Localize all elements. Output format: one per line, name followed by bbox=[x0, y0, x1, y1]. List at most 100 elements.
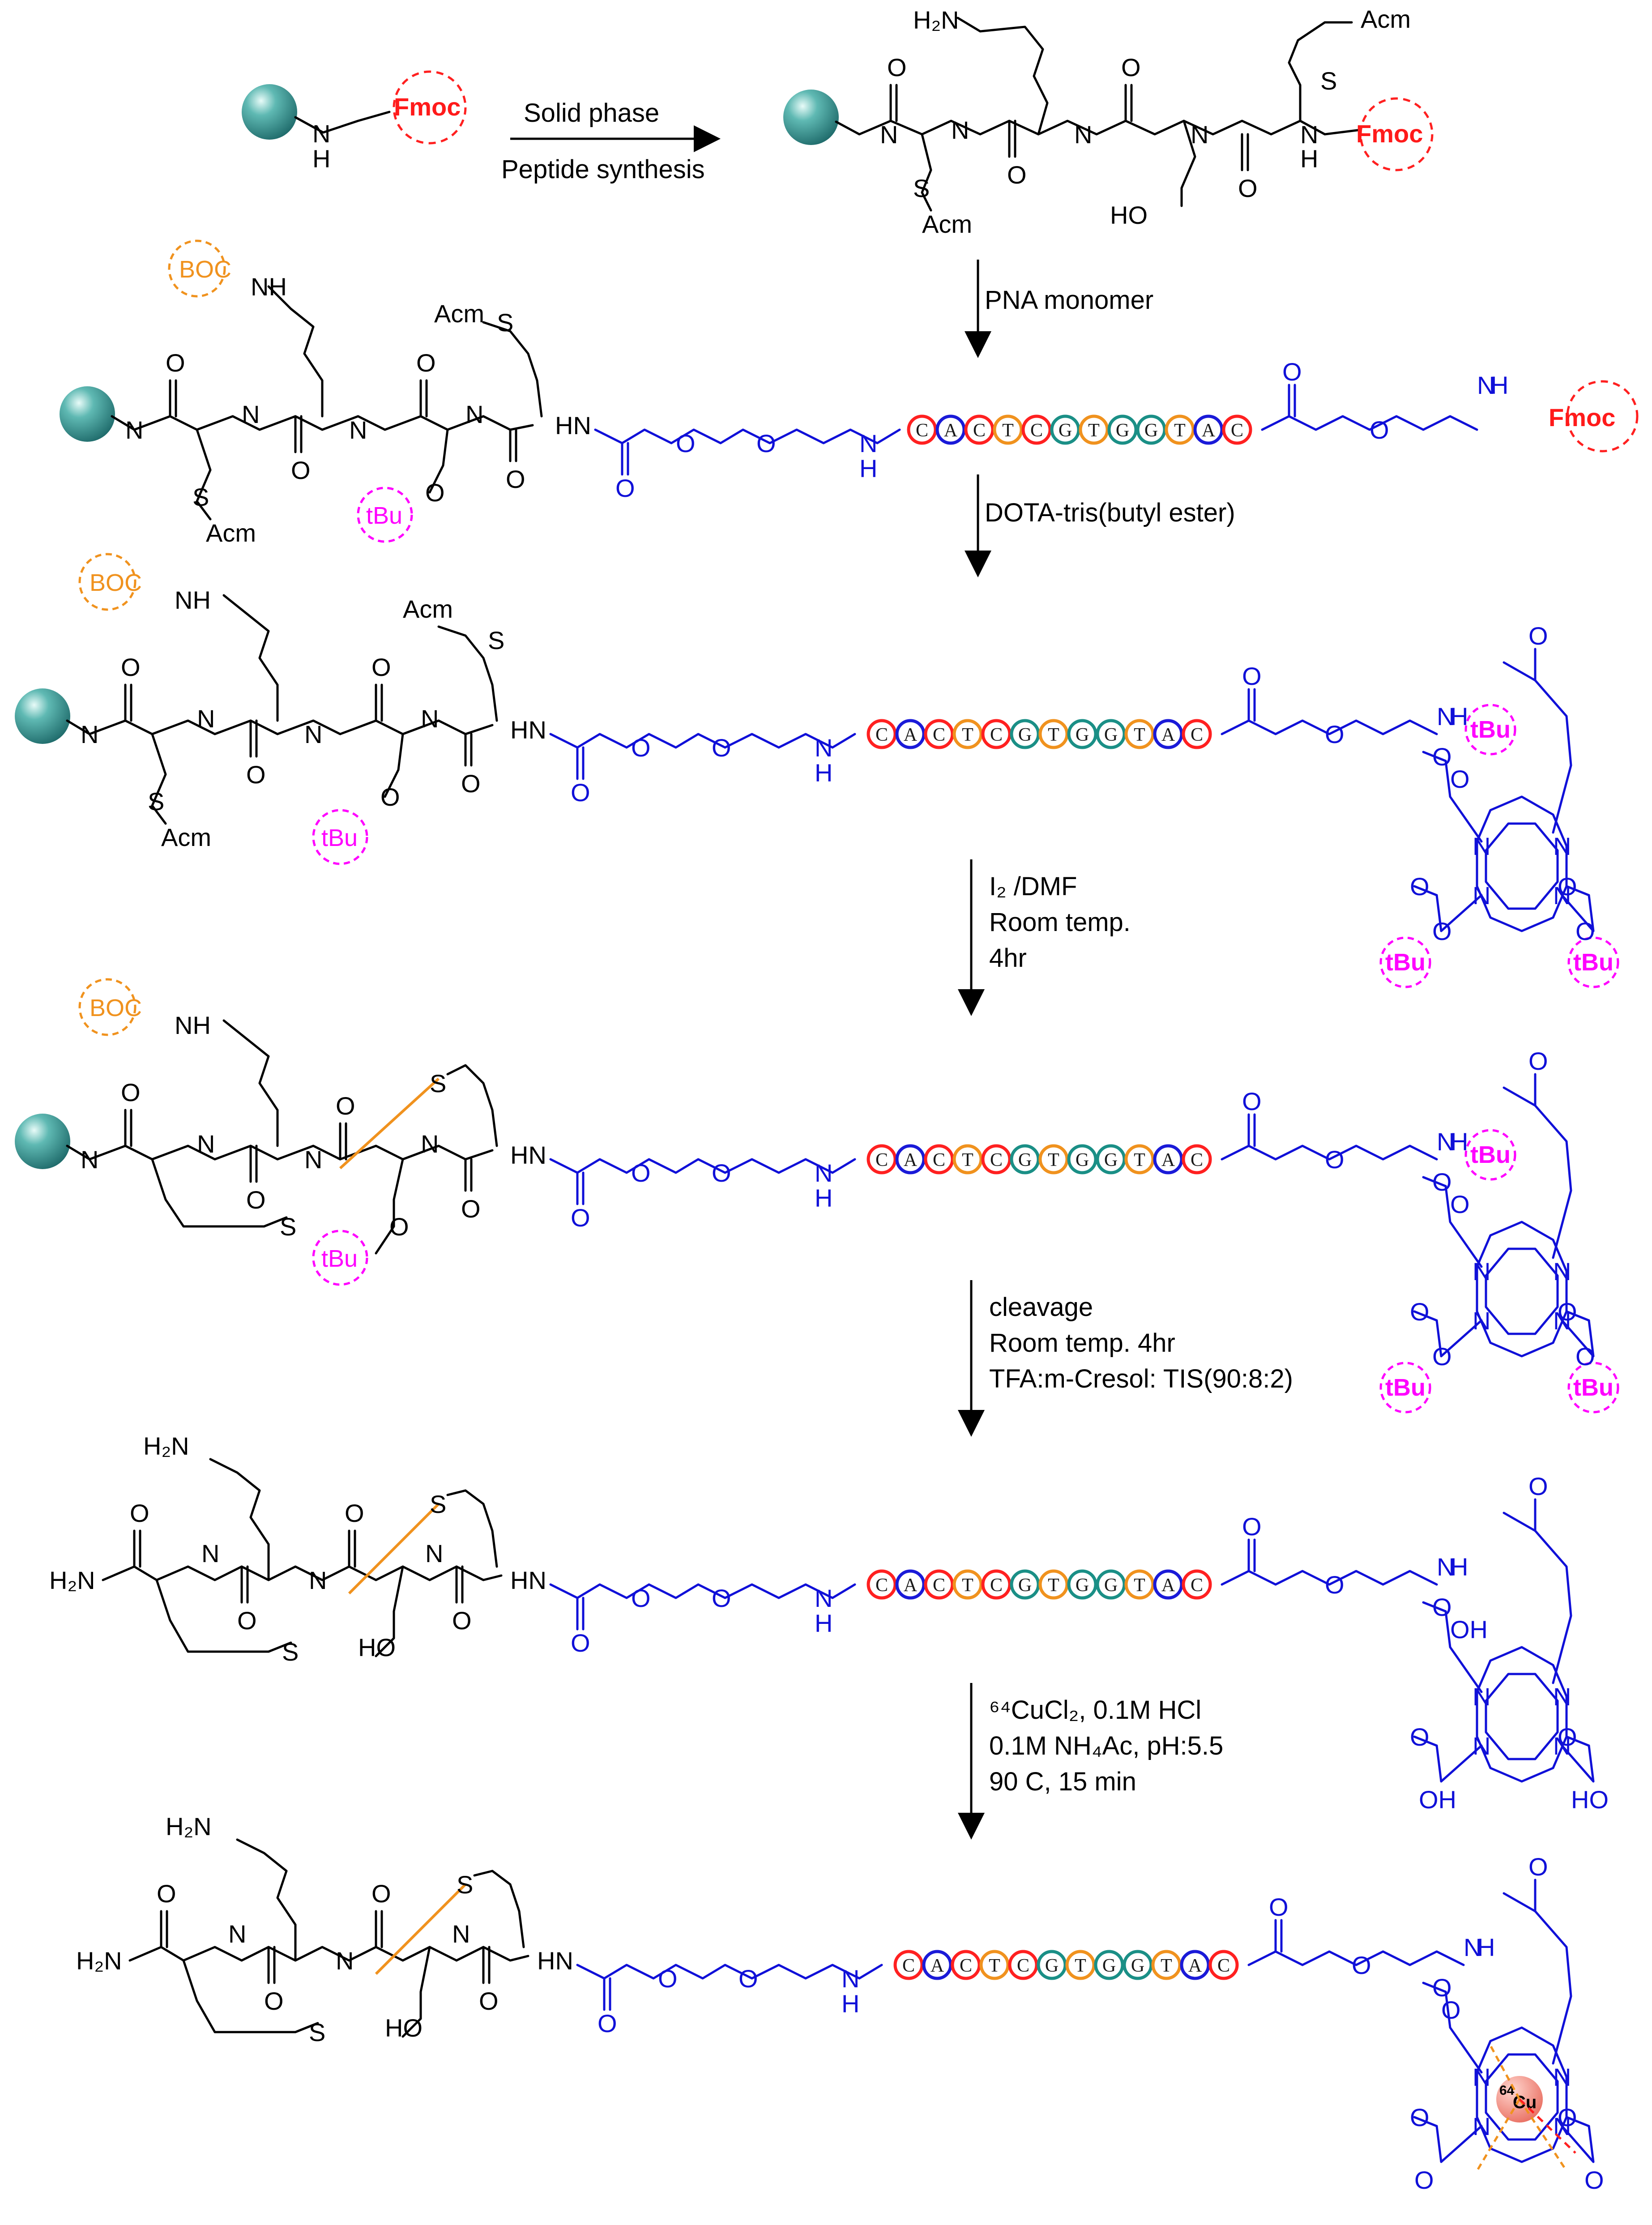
pna-base-letter: C bbox=[1191, 1575, 1203, 1596]
h-label: H bbox=[815, 1184, 832, 1212]
oh-label: OH bbox=[1419, 1785, 1456, 1814]
pna-tail: O O N H bbox=[1247, 1893, 1495, 1979]
pna-base-letter: T bbox=[1075, 1956, 1086, 1976]
step-5: cleavage Room temp. 4hr TFA:m-Cresol: TI… bbox=[958, 1280, 1293, 1437]
pna-base-letter: C bbox=[875, 725, 888, 745]
pna-base-letter: T bbox=[989, 1956, 1000, 1976]
amine-label: H₂N bbox=[166, 1812, 212, 1841]
tbu-label: tBu bbox=[321, 1245, 358, 1272]
o-label: O bbox=[887, 53, 907, 81]
o-label: O bbox=[1325, 1145, 1345, 1174]
pna-base-G bbox=[1037, 1950, 1067, 1980]
pna-base-C bbox=[907, 414, 937, 445]
pna-base-letter: C bbox=[1030, 420, 1043, 441]
ho-label: HO bbox=[1110, 201, 1148, 229]
tbu-label: tBu bbox=[366, 502, 402, 529]
pna-base-T bbox=[1038, 719, 1069, 749]
o-label: O bbox=[1558, 1298, 1577, 1326]
step-5-line2: Room temp. 4hr bbox=[989, 1328, 1175, 1358]
n-label: N bbox=[1437, 702, 1455, 730]
o-label: O bbox=[130, 1499, 149, 1527]
o-label: O bbox=[389, 1213, 409, 1241]
o-label: O bbox=[1325, 1571, 1345, 1599]
pna-tail: O O N H bbox=[1221, 1087, 1468, 1174]
pna-linker: O O O N H bbox=[576, 1964, 883, 2037]
pna-base-C bbox=[924, 1569, 954, 1600]
pna-base-C bbox=[924, 719, 954, 749]
pna-base-A bbox=[1153, 1144, 1183, 1174]
n-label: N bbox=[309, 1566, 327, 1594]
n-label: N bbox=[1553, 832, 1571, 860]
n-label: N bbox=[201, 1539, 219, 1567]
o-label: O bbox=[712, 734, 731, 762]
n-label: N bbox=[197, 1130, 215, 1158]
step-1-line2: Peptide synthesis bbox=[501, 155, 705, 184]
tbu-label: tBu bbox=[321, 824, 358, 851]
pna-base-letter: T bbox=[1134, 1150, 1145, 1170]
pna-base-letter: G bbox=[1144, 420, 1158, 441]
pna-base-G bbox=[1067, 1569, 1097, 1600]
o-label: O bbox=[712, 1584, 731, 1612]
step-5-line3: TFA:m-Cresol: TIS(90:8:2) bbox=[989, 1364, 1293, 1393]
pna-base-letter: G bbox=[1131, 1956, 1144, 1976]
n-label: N bbox=[880, 120, 898, 149]
o-label: O bbox=[1528, 622, 1548, 650]
hn-label: HN bbox=[510, 1141, 546, 1169]
pna-base-G bbox=[1010, 1569, 1040, 1600]
o-label: O bbox=[1432, 1973, 1452, 2002]
o-label: O bbox=[1410, 1298, 1430, 1326]
n-label: N bbox=[125, 416, 143, 444]
n-label: N bbox=[452, 1920, 470, 1948]
fmoc-label: Fmoc bbox=[1549, 403, 1615, 431]
n-label: N bbox=[1553, 1683, 1571, 1711]
o-label: O bbox=[157, 1879, 176, 1908]
o-label: O bbox=[1238, 174, 1258, 202]
o-label: O bbox=[246, 760, 266, 789]
amine-label: H₂N bbox=[913, 6, 959, 34]
n-label: N bbox=[1477, 371, 1495, 399]
pna-base-letter: C bbox=[1017, 1956, 1029, 1976]
s-label: S bbox=[192, 483, 209, 511]
pna-base-letter: A bbox=[904, 725, 918, 745]
o-label: O bbox=[1370, 416, 1389, 444]
pna-base-C bbox=[867, 1144, 897, 1174]
n-label: N bbox=[1437, 1127, 1455, 1156]
n-label: N bbox=[304, 1145, 322, 1174]
pna-base-C bbox=[981, 1569, 1012, 1600]
pna-base-C bbox=[1182, 1144, 1212, 1174]
nh-label-n: N bbox=[312, 120, 330, 148]
o-label: O bbox=[1450, 765, 1470, 793]
pna-base-letter: T bbox=[962, 1150, 973, 1170]
pna-base-T bbox=[993, 414, 1023, 445]
pna-base-letter: G bbox=[1076, 1575, 1089, 1596]
cu64-labeled-conjugate: H₂N O N O N O N O S S H₂N HO HN O O O N … bbox=[76, 1812, 1604, 2194]
pna-base-C bbox=[964, 414, 995, 445]
boc-label: BOC bbox=[90, 569, 142, 596]
o-label: O bbox=[1558, 1723, 1577, 1751]
o-label: O bbox=[1410, 1723, 1430, 1751]
pna-base-A bbox=[895, 1144, 926, 1174]
pna-base-letter: T bbox=[1088, 420, 1100, 441]
pna-base-letter: C bbox=[1231, 420, 1243, 441]
pna-base-letter: G bbox=[1104, 725, 1118, 745]
o-label: O bbox=[416, 349, 436, 377]
o-label: O bbox=[1007, 161, 1027, 189]
h-label: H bbox=[841, 1990, 859, 2018]
amine-label: H₂N bbox=[143, 1432, 189, 1460]
pna-base-A bbox=[1153, 1569, 1183, 1600]
boc-label: BOC bbox=[179, 256, 231, 283]
pna-base-letter: C bbox=[916, 420, 928, 441]
n-label: N bbox=[1074, 120, 1092, 149]
hn-label: HN bbox=[537, 1947, 573, 1975]
pna-base-letter: A bbox=[1202, 420, 1216, 441]
step-5-line1: cleavage bbox=[989, 1293, 1093, 1322]
pna-tail: O O N H bbox=[1221, 662, 1468, 748]
o-label: O bbox=[1121, 53, 1141, 81]
pna-base-A bbox=[922, 1950, 952, 1980]
pna-base-T bbox=[1038, 1569, 1069, 1600]
pna-base-letter: T bbox=[1002, 420, 1014, 441]
n-label: N bbox=[465, 400, 483, 428]
pna-base-letter: A bbox=[931, 1956, 944, 1976]
